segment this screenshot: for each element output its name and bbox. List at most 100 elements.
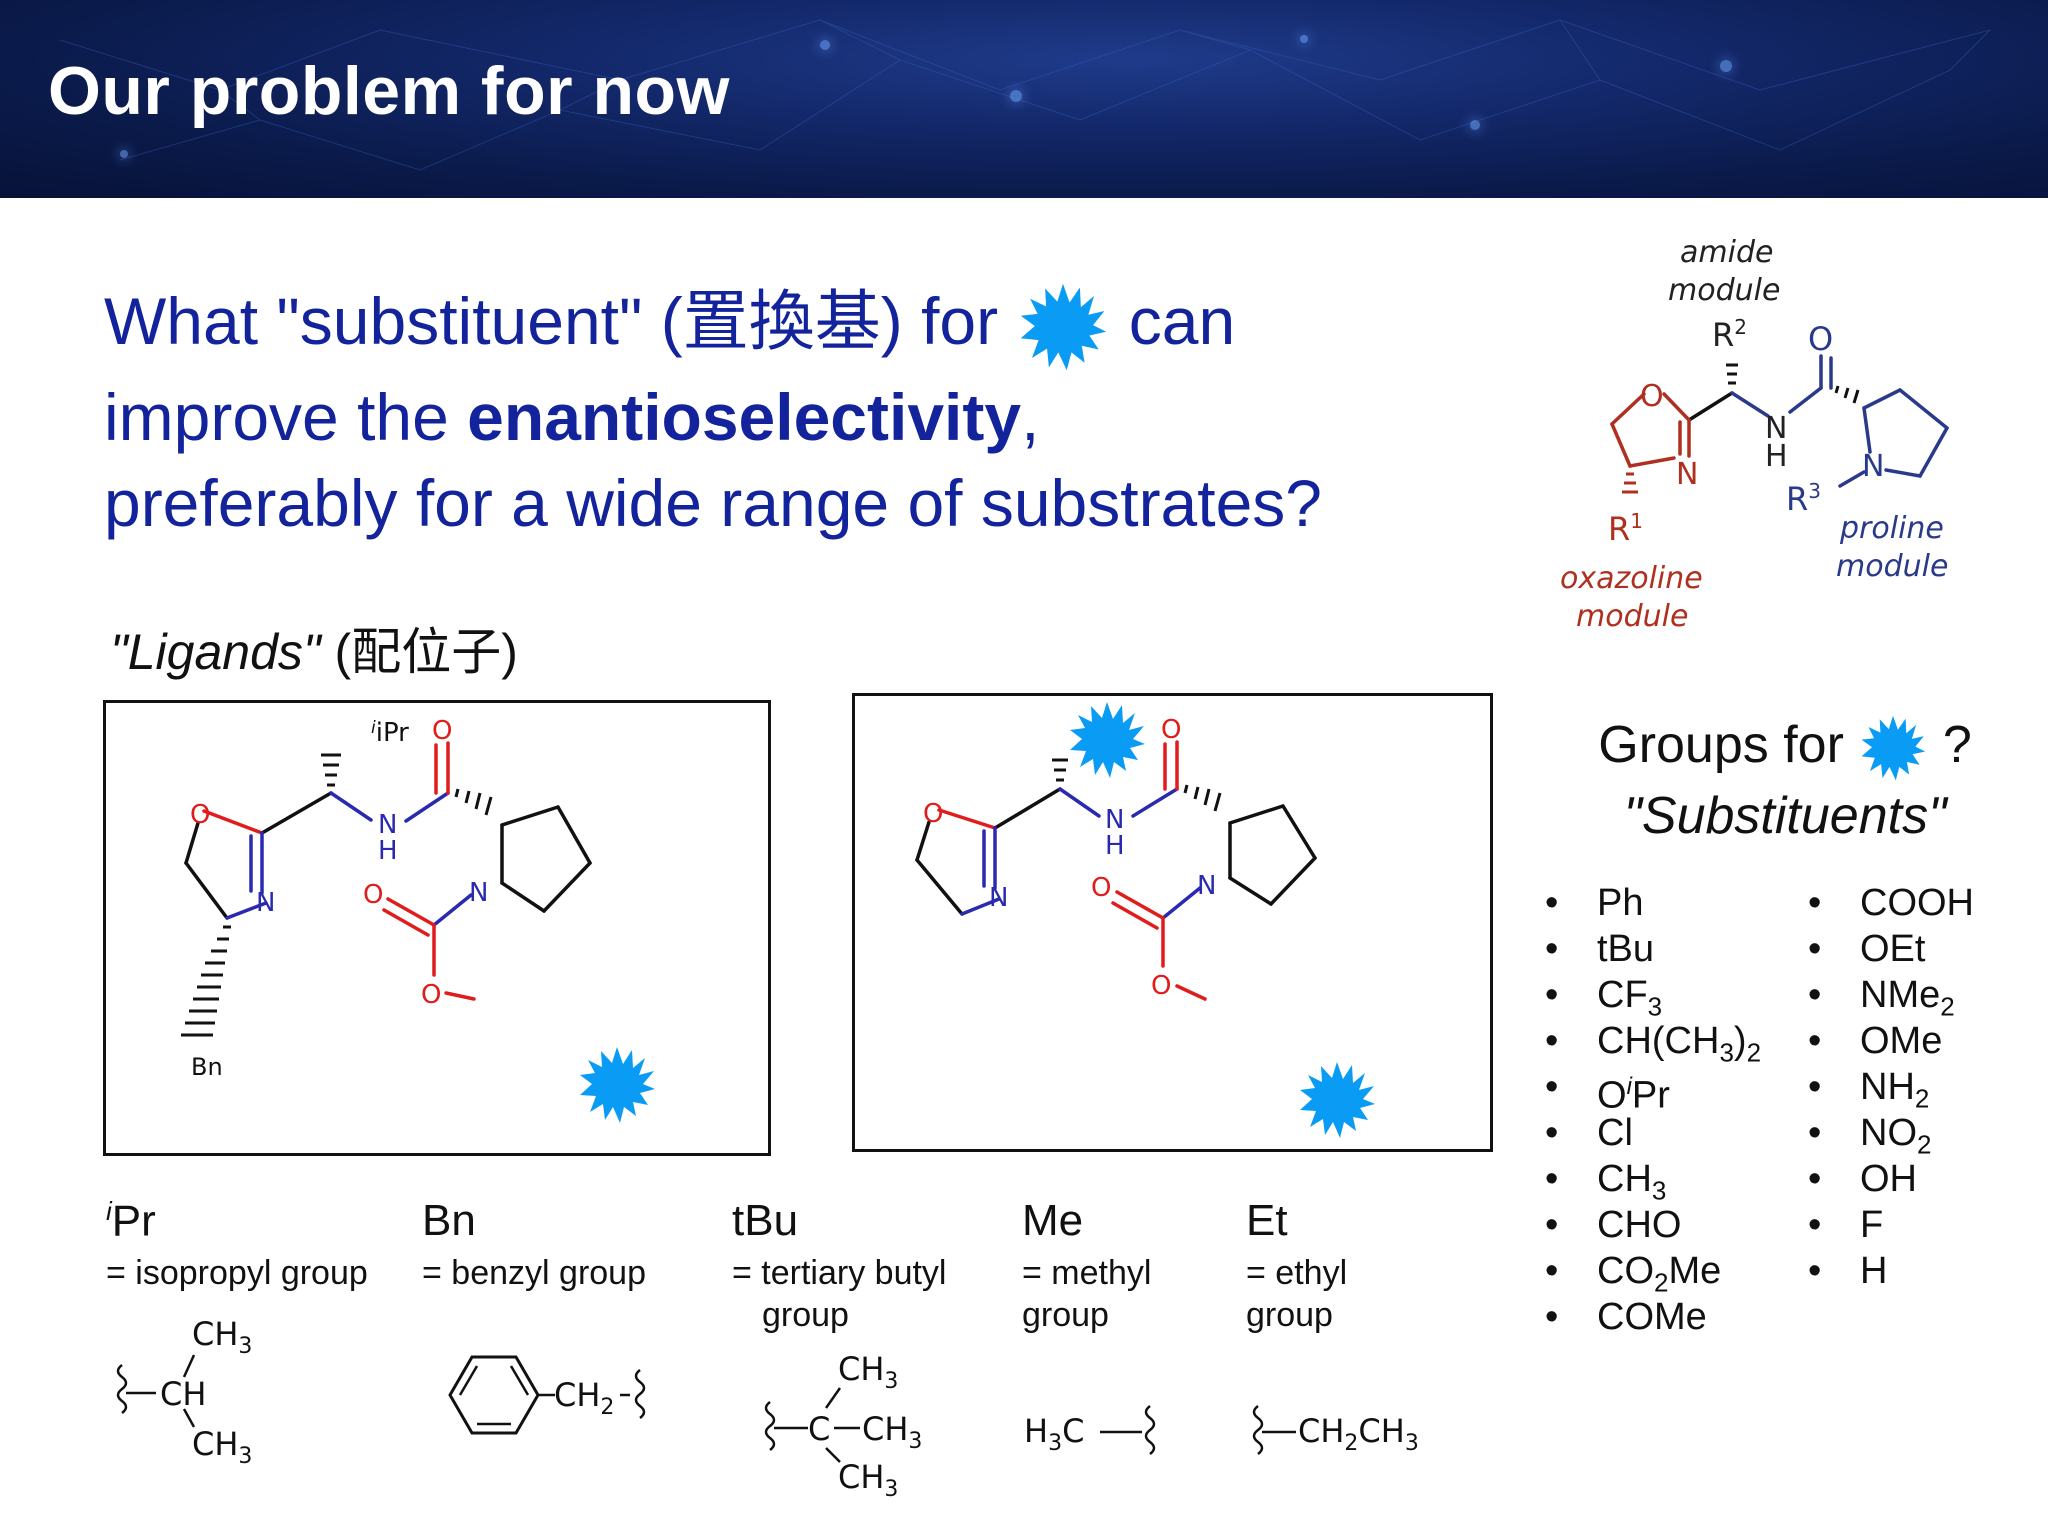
ligand-1-drawing: iiPr O O N N H N O O Bn <box>181 716 655 1123</box>
substituent-item: tBu <box>1545 926 1761 972</box>
substituent-item: CH(CH3)2 <box>1545 1018 1761 1068</box>
ligand-2-drawing: O O N N H N O O <box>915 702 1375 1138</box>
blue-burst-icon <box>580 1047 655 1123</box>
methyl-label: H3C <box>1024 1412 1084 1456</box>
research-question: What "substituent" (置換基) for can improve… <box>104 278 1504 546</box>
blue-burst-icon <box>1861 716 1926 781</box>
wavy-bond-icon <box>116 1364 128 1414</box>
question-text-2b: , <box>1021 379 1040 454</box>
substituent-item: CH3 <box>1545 1156 1761 1206</box>
atom-o-ester: O <box>1151 971 1171 1001</box>
atom-n-amide: N <box>1105 805 1124 835</box>
abbreviation-symbol: Me <box>1022 1196 1084 1245</box>
amide-module-label-1: amide <box>1680 235 1773 270</box>
abbreviation-bn: Bn = benzyl group <box>422 1196 646 1294</box>
question-text-1a: What "substituent" (置換基) for <box>104 284 999 358</box>
methyl-right-label: CH3 <box>862 1410 922 1454</box>
abbreviation-ipr: iPr = isopropyl group <box>106 1196 368 1294</box>
atom-h-amide: H <box>378 836 398 866</box>
ligands-label-japanese: (配位子) <box>320 624 518 680</box>
abbreviation-et: Et = ethyl group <box>1246 1196 1347 1336</box>
groups-title: Groups for ? "Substituents" <box>1540 712 2030 849</box>
r2-label: R2 <box>1712 315 1747 354</box>
question-line-3: preferably for a wide range of substrate… <box>104 465 1323 540</box>
substituent-item: CF3 <box>1545 972 1761 1022</box>
ligand-structure-1: iiPr O O N N H N O O Bn <box>103 700 771 1156</box>
substituent-item: COMe <box>1545 1294 1761 1340</box>
methyl-structure: H3C <box>1024 1405 1156 1456</box>
proline-module-label-1: proline <box>1839 511 1944 546</box>
atom-n-proline: N <box>469 878 488 908</box>
substituent-item: NMe2 <box>1808 972 1974 1022</box>
groups-title-text-b: ? <box>1942 716 1972 774</box>
abbreviation-description-2: group <box>762 1296 849 1334</box>
abbreviation-symbol: Et <box>1246 1196 1288 1245</box>
atom-h-amide: H <box>1105 831 1125 861</box>
atom-o-carbamate: O <box>1091 873 1111 903</box>
benzyl-structure: CH2 <box>448 1355 646 1435</box>
star-dot <box>120 150 128 158</box>
methylene-label: CH2 <box>554 1376 614 1420</box>
atom-bn: Bn <box>191 1053 223 1081</box>
substituent-item: CO2Me <box>1545 1248 1761 1298</box>
question-emphasis: enantioselectivity <box>467 379 1022 454</box>
substituent-item: OH <box>1808 1156 1974 1202</box>
question-text-1b: can <box>1128 284 1236 358</box>
abbreviation-description: = methyl <box>1022 1254 1152 1292</box>
atom-o-oxazoline: O <box>190 800 210 830</box>
ligands-label-italic: "Ligands" <box>110 624 321 680</box>
r3-label: R3 <box>1786 479 1821 518</box>
methyl-bottom-label: CH3 <box>838 1458 898 1500</box>
substituent-item: Cl <box>1545 1110 1761 1156</box>
wavy-bond-icon <box>1144 1405 1156 1455</box>
title-banner: Our problem for now <box>0 0 2048 198</box>
modular-ligand-diagram: amide module R2 O <box>1540 228 1980 648</box>
carbonyl-o-label: O <box>1808 320 1833 358</box>
substituent-item: NH2 <box>1808 1064 1974 1114</box>
slide-title: Our problem for now <box>48 53 730 129</box>
benzene-ring <box>448 1355 540 1435</box>
methine-label: CH <box>160 1375 206 1413</box>
wavy-bond-icon <box>634 1369 646 1419</box>
blue-burst-icon <box>1070 702 1145 778</box>
abbreviation-symbol: Bn <box>422 1196 476 1245</box>
star-dot <box>1010 90 1022 102</box>
atom-o-oxazoline: O <box>923 799 943 829</box>
ethyl-label: CH2CH3 <box>1298 1412 1419 1456</box>
oxazoline-o-label: O <box>1640 379 1664 414</box>
abbreviation-symbol: tBu <box>732 1196 799 1245</box>
proline-module-label-2: module <box>1836 549 1948 584</box>
atom-n-oxazoline: N <box>989 883 1008 913</box>
substituent-item: Ph <box>1545 880 1761 926</box>
wavy-bond-icon <box>1252 1405 1264 1455</box>
abbreviation-tbu: tBu = tertiary butyl group <box>732 1196 946 1336</box>
blue-burst-icon <box>1021 283 1107 370</box>
methyl-bottom-label: CH3 <box>192 1425 252 1465</box>
isopropyl-structure: CH3 CH CH3 <box>116 1315 252 1465</box>
modular-ligand-drawing: amide module R2 O <box>1560 235 1949 634</box>
substituent-item: COOH <box>1808 880 1974 926</box>
abbreviation-symbol: iPr <box>106 1196 156 1246</box>
atom-o-carbonyl: O <box>432 716 452 746</box>
blue-burst-icon <box>1300 1062 1375 1138</box>
oxazoline-n-label: N <box>1676 457 1698 492</box>
amide-h-label: H <box>1765 439 1788 474</box>
atom-o-carbamate: O <box>363 880 383 910</box>
quaternary-carbon-label: C <box>808 1410 830 1448</box>
substituent-item: OiPr <box>1545 1064 1761 1117</box>
substituent-list-column-1: PhtBuCF3CH(CH3)2OiPrClCH3CHOCO2MeCOMe <box>1545 880 1761 1340</box>
network-background-graphic <box>59 19 1991 171</box>
proline-n-label: N <box>1862 449 1884 484</box>
atom-n-proline: N <box>1197 871 1216 901</box>
ligand-structure-2: O O N N H N O O <box>852 693 1493 1152</box>
atom-n-oxazoline: N <box>256 888 275 918</box>
star-dot <box>1720 60 1732 72</box>
question-line-2: improve the enantioselectivity, <box>104 374 1504 460</box>
abbreviation-description: = benzyl group <box>422 1254 646 1292</box>
methyl-top-label: CH3 <box>838 1350 898 1394</box>
star-dot <box>820 40 830 50</box>
oxazoline-module-label-1: oxazoline <box>1560 561 1703 596</box>
star-dot <box>1300 35 1308 43</box>
substituent-item: NO2 <box>1808 1110 1974 1160</box>
abbreviation-description: = ethyl <box>1246 1254 1348 1292</box>
